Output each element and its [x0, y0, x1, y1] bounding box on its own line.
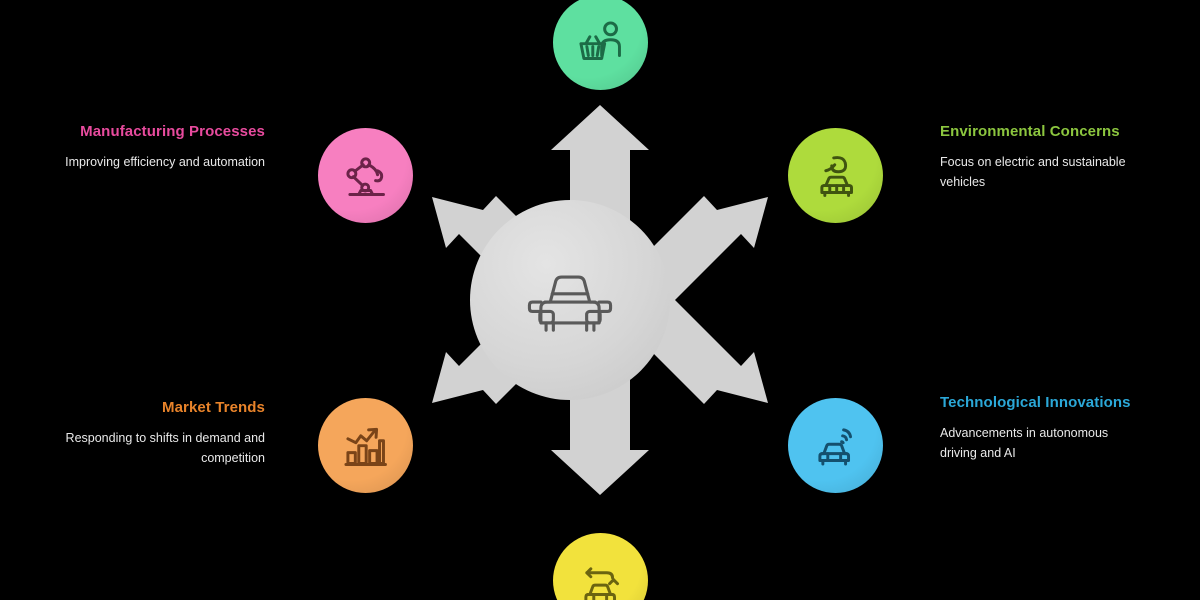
node-technological-innovations[interactable]	[788, 398, 883, 493]
node-vehicle-lifecycle[interactable]	[553, 533, 648, 600]
label-desc: Focus on electric and sustainable vehicl…	[940, 155, 1126, 189]
shopper-basket-icon	[579, 21, 621, 60]
center-hub[interactable]	[470, 200, 670, 400]
connected-car-signal-icon	[818, 428, 852, 466]
label-market-trends: Market Trends Responding to shifts in de…	[60, 398, 265, 468]
label-desc: Advancements in autonomous driving and A…	[940, 426, 1109, 460]
label-title: Technological Innovations	[940, 394, 1131, 411]
car-exchange-arrows-icon	[584, 567, 619, 600]
label-title: Market Trends	[161, 399, 265, 416]
car-front-icon	[527, 275, 613, 332]
label-title: Environmental Concerns	[940, 123, 1120, 140]
label-manufacturing-processes: Manufacturing Processes Improving effici…	[60, 122, 265, 173]
growth-chart-icon	[344, 427, 387, 466]
node-consumer-behavior[interactable]	[553, 0, 648, 90]
node-market-trends[interactable]	[318, 398, 413, 493]
label-title: Manufacturing Processes	[80, 123, 265, 140]
label-desc: Responding to shifts in demand and compe…	[65, 431, 265, 465]
node-environmental-concerns[interactable]	[788, 128, 883, 223]
node-manufacturing-processes[interactable]	[318, 128, 413, 223]
label-desc: Improving efficiency and automation	[65, 155, 265, 170]
label-environmental-concerns: Environmental Concerns Focus on electric…	[940, 122, 1145, 192]
eco-leaf-car-icon	[820, 155, 853, 197]
robot-arm-icon	[346, 157, 385, 196]
label-technological-innovations: Technological Innovations Advancements i…	[940, 393, 1145, 463]
